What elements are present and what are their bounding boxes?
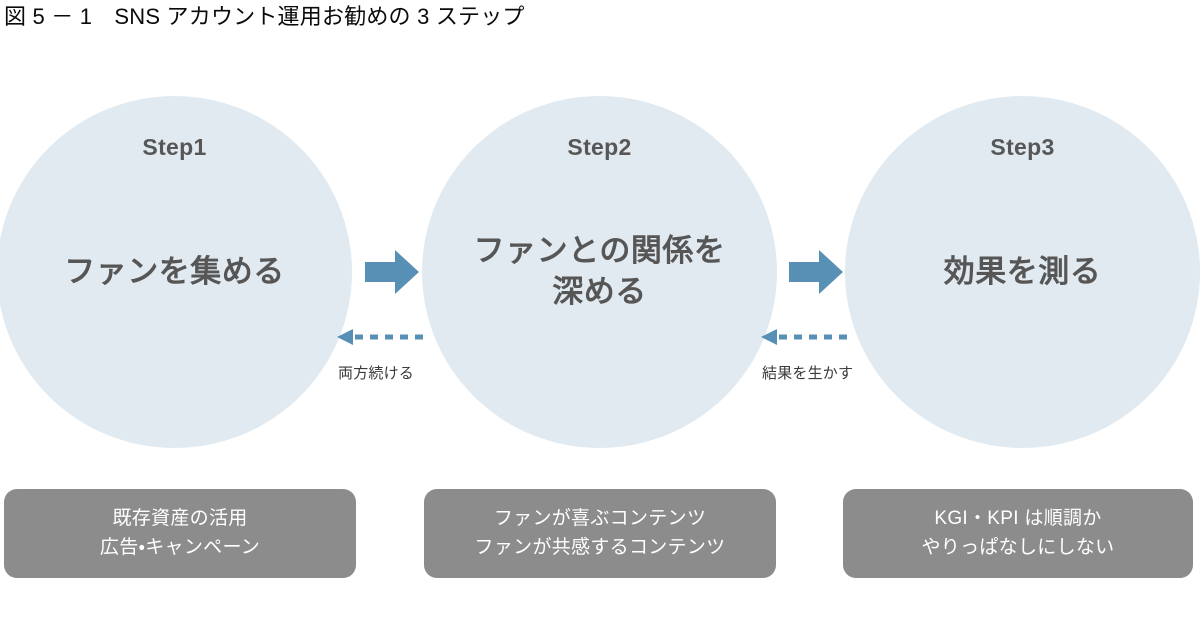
note-box-2-line-1: ファンが喜ぶコンテンツ	[493, 508, 707, 529]
note-box-1-line-1: 既存資産の活用	[112, 508, 248, 529]
note-box-2: ファンが喜ぶコンテンツ ファンが共感するコンテンツ	[424, 489, 776, 578]
figure-title: 図 5 － 1 SNS アカウント運用お勧めの 3 ステップ	[4, 4, 525, 29]
step-circle-1: Step1 ファンを集める	[0, 96, 352, 448]
step-title-1: ファンを集める	[0, 96, 352, 448]
step-label-1: Step1	[142, 134, 207, 160]
step-label-2: Step2	[567, 134, 632, 160]
step-circle-3: Step3 効果を測る	[845, 96, 1200, 448]
right-block-arrow-icon-1	[365, 250, 419, 294]
note-box-3-line-2: やりっぱなしにしない	[921, 536, 1115, 558]
note-box-2-line-2: ファンが共感するコンテンツ	[474, 536, 726, 558]
note-box-3-line-1: KGI・KPI は順調か	[934, 508, 1102, 529]
feedback-arrow-label-2: 結果を生かす	[762, 365, 854, 382]
step-title-2-line-1: ファンとの関係を	[473, 233, 726, 269]
note-box-3: KGI・KPI は順調か やりっぱなしにしない	[843, 489, 1193, 578]
note-box-1: 既存資産の活用 広告・キャンペーン	[4, 489, 356, 578]
step-title-2: ファンとの関係を 深める	[422, 96, 777, 448]
step-title-3-line-1: 効果を測る	[943, 253, 1102, 289]
step-circle-2: Step2 ファンとの関係を 深める	[422, 96, 777, 448]
step-title-1-line-1: ファンを集める	[64, 253, 285, 289]
step-label-3: Step3	[990, 134, 1055, 160]
step-title-2-line-2: 深める	[552, 274, 647, 309]
step-title-3: 効果を測る	[845, 96, 1200, 448]
left-dashed-arrow-icon-2	[761, 329, 848, 345]
left-dashed-arrow-icon-1	[337, 329, 424, 345]
note-box-1-line-2: 広告・キャンペーン	[99, 536, 261, 558]
right-block-arrow-icon-2	[789, 250, 843, 294]
feedback-arrow-label-1: 両方続ける	[338, 365, 415, 382]
